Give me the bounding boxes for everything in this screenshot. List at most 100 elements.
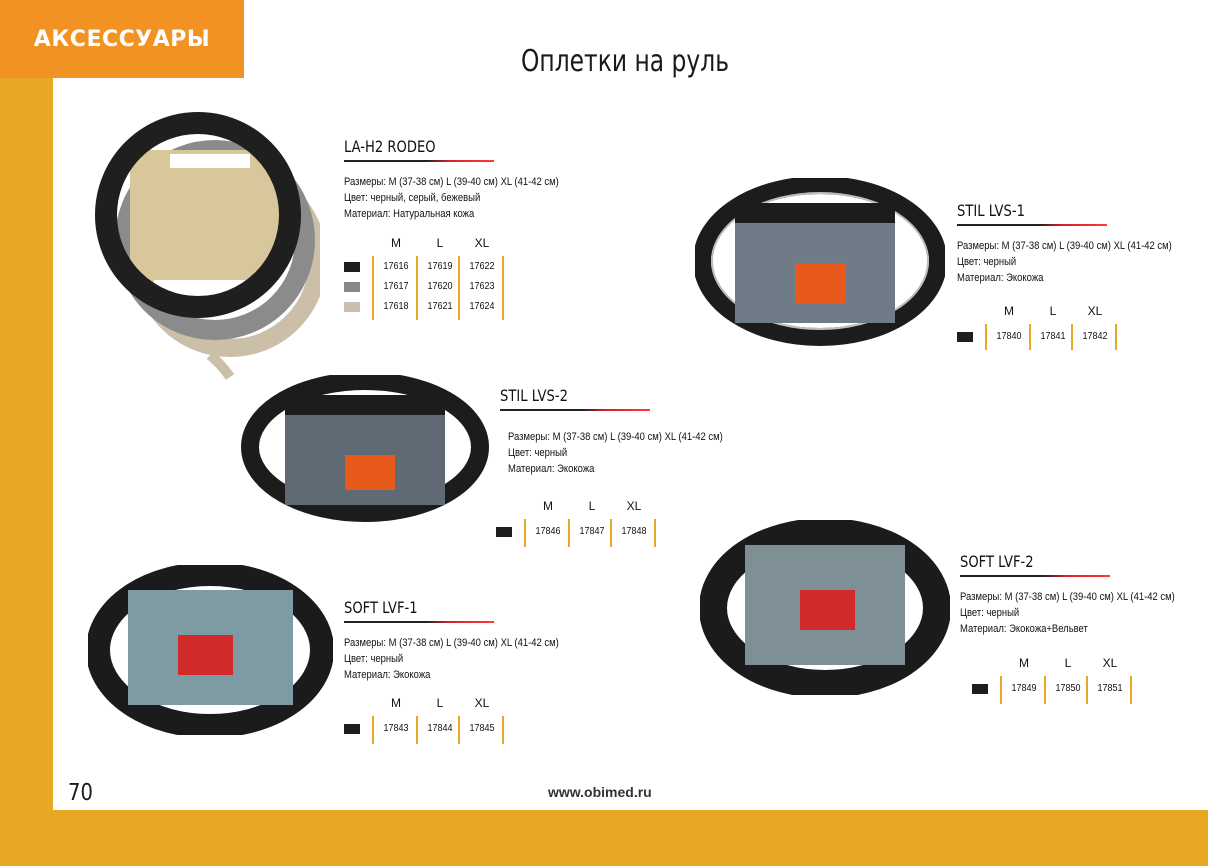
size-header-l: L: [1049, 304, 1057, 318]
product-name: SOFT LVF-1: [344, 598, 418, 617]
product-info: Размеры: M (37-38 см) L (39-40 см) XL (4…: [960, 589, 1175, 637]
size-header-l: L: [436, 236, 444, 250]
article-code: 17844: [427, 723, 453, 734]
size-row: 17840 17841 17842: [957, 328, 1127, 348]
product-material: Материал: Экокожа: [508, 463, 595, 475]
color-swatch-black: [972, 684, 988, 694]
article-code: 17618: [383, 301, 409, 312]
size-table-soft-lvf-1: M L XL 17843 17844 17845: [344, 696, 514, 744]
product-name-underline: [957, 224, 1107, 226]
size-row: 17618 17621 17624: [344, 298, 514, 318]
product-material: Материал: Экокожа+Вельвет: [960, 623, 1088, 635]
product-color: Цвет: черный: [344, 653, 404, 665]
divider: [458, 256, 460, 320]
article-code: 17840: [996, 331, 1022, 342]
section-badge: АКСЕССУАРЫ: [0, 0, 244, 78]
color-swatch-black: [496, 527, 512, 537]
divider: [1086, 676, 1088, 704]
article-code: 17619: [427, 261, 453, 272]
product-name-underline: [500, 409, 650, 411]
size-row: 17616 17619 17622: [344, 258, 514, 278]
product-info: Размеры: M (37-38 см) L (39-40 см) XL (4…: [344, 635, 559, 683]
size-header-m: M: [391, 696, 401, 710]
page-title: Оплетки на руль: [520, 44, 730, 79]
product-name-underline: [344, 160, 494, 162]
size-header-l: L: [436, 696, 444, 710]
divider: [985, 324, 987, 350]
product-color: Цвет: черный, серый, бежевый: [344, 192, 481, 204]
size-header-xl: XL: [1087, 304, 1103, 318]
article-code: 17851: [1097, 683, 1123, 694]
product-name: SOFT LVF-2: [960, 552, 1034, 571]
soft-lvf1-wheel-image: [88, 565, 333, 735]
article-code: 17624: [469, 301, 495, 312]
divider: [1071, 324, 1073, 350]
product-sizes: Размеры: M (37-38 см) L (39-40 см) XL (4…: [508, 431, 723, 443]
product-sizes: Размеры: M (37-38 см) L (39-40 см) XL (4…: [344, 176, 559, 188]
divider: [1130, 676, 1132, 704]
article-code: 17617: [383, 281, 409, 292]
divider: [568, 519, 570, 547]
article-code: 17842: [1082, 331, 1108, 342]
product-info: Размеры: M (37-38 см) L (39-40 см) XL (4…: [957, 238, 1172, 286]
product-name-underline: [344, 621, 494, 623]
color-swatch-beige: [344, 302, 360, 312]
color-swatch-black: [344, 724, 360, 734]
divider: [524, 519, 526, 547]
product-name-underline: [960, 575, 1110, 577]
stil-lvs2-wheel-image: [241, 375, 489, 522]
color-swatch-black: [344, 262, 360, 272]
article-code: 17846: [535, 526, 561, 537]
article-code: 17850: [1055, 683, 1081, 694]
product-info: Размеры: M (37-38 см) L (39-40 см) XL (4…: [344, 174, 559, 222]
divider: [502, 256, 504, 320]
size-row: 17843 17844 17845: [344, 720, 514, 740]
article-code: 17847: [579, 526, 605, 537]
product-sizes: Размеры: M (37-38 см) L (39-40 см) XL (4…: [960, 591, 1175, 603]
product-name: STIL LVS-1: [957, 201, 1025, 220]
article-code: 17845: [469, 723, 495, 734]
article-code: 17623: [469, 281, 495, 292]
divider: [1029, 324, 1031, 350]
divider: [372, 256, 374, 320]
divider: [502, 716, 504, 744]
size-table-stil-lvs-1: M L XL 17840 17841 17842: [957, 304, 1127, 350]
product-name: STIL LVS-2: [500, 386, 568, 405]
divider: [1000, 676, 1002, 704]
size-header-xl: XL: [626, 499, 642, 513]
size-row: 17849 17850 17851: [972, 680, 1142, 700]
divider: [1044, 676, 1046, 704]
product-sizes: Размеры: M (37-38 см) L (39-40 см) XL (4…: [344, 637, 559, 649]
color-swatch-grey: [344, 282, 360, 292]
product-name: LA-H2 RODEO: [344, 137, 436, 156]
product-stil-lvs-2: STIL LVS-2 Размеры: M (37-38 см) L (39-4…: [500, 386, 758, 477]
divider: [458, 716, 460, 744]
product-info: Размеры: M (37-38 см) L (39-40 см) XL (4…: [508, 429, 723, 477]
divider: [416, 716, 418, 744]
product-color: Цвет: черный: [960, 607, 1020, 619]
size-header-m: M: [543, 499, 553, 513]
divider: [372, 716, 374, 744]
divider: [610, 519, 612, 547]
size-row: 17617 17620 17623: [344, 278, 514, 298]
size-row: 17846 17847 17848: [496, 523, 666, 543]
size-header-l: L: [588, 499, 596, 513]
page-number: 70: [68, 780, 93, 806]
product-soft-lvf-1: SOFT LVF-1 Размеры: M (37-38 см) L (39-4…: [344, 598, 594, 683]
website-link[interactable]: www.obimed.ru: [548, 784, 652, 800]
product-material: Материал: Экокожа: [957, 272, 1044, 284]
product-soft-lvf-2: SOFT LVF-2 Размеры: M (37-38 см) L (39-4…: [960, 552, 1208, 637]
product-la-h2-rodeo: LA-H2 RODEO Размеры: M (37-38 см) L (39-…: [344, 137, 594, 222]
size-table-stil-lvs-2: M L XL 17846 17847 17848: [496, 499, 666, 547]
article-code: 17848: [621, 526, 647, 537]
size-table-soft-lvf-2: M L XL 17849 17850 17851: [972, 656, 1142, 704]
divider: [1115, 324, 1117, 350]
product-sizes: Размеры: M (37-38 см) L (39-40 см) XL (4…: [957, 240, 1172, 252]
divider: [654, 519, 656, 547]
size-table-la-h2-rodeo: M L XL 17616 17619 17622 17617 17620 176…: [344, 236, 514, 322]
product-material: Материал: Натуральная кожа: [344, 208, 475, 220]
size-header-xl: XL: [474, 236, 490, 250]
rodeo-wheel-covers-image: [95, 112, 320, 380]
article-code: 17620: [427, 281, 453, 292]
article-code: 17621: [427, 301, 453, 312]
